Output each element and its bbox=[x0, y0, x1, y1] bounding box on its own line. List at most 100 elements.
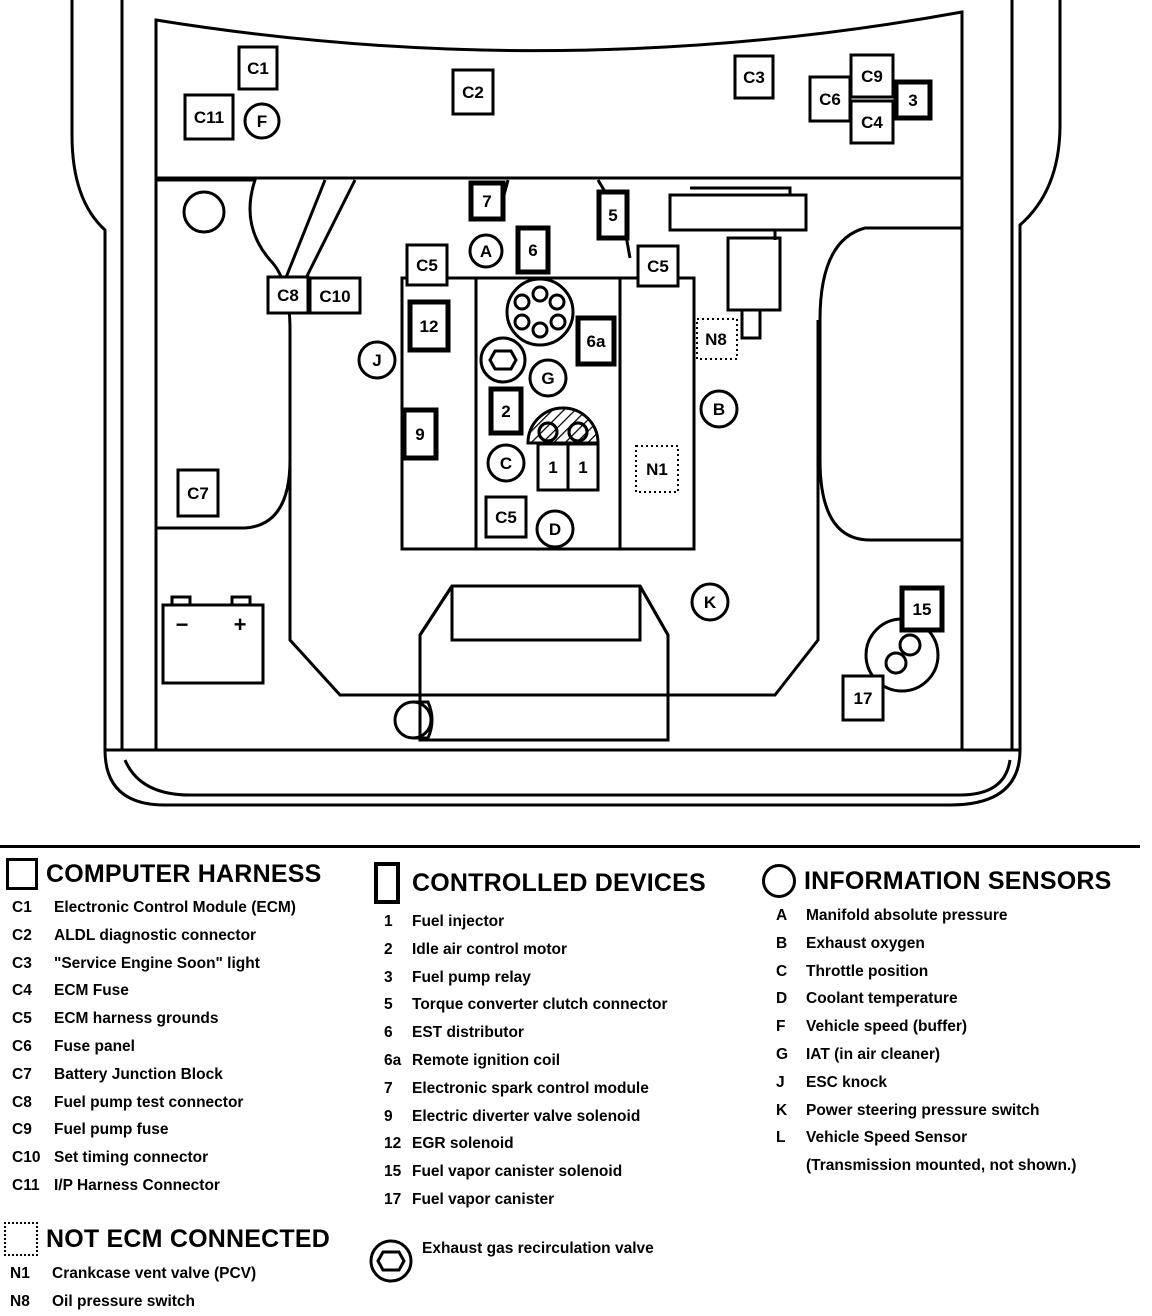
legend-item-description: Battery Junction Block bbox=[54, 1065, 223, 1083]
legend-item-code: 5 bbox=[384, 996, 393, 1014]
label-1a: 1 bbox=[548, 458, 557, 477]
label-j: J bbox=[372, 351, 381, 370]
label-n1: N1 bbox=[646, 460, 668, 479]
est-distributor-cap bbox=[505, 277, 575, 347]
legend-item-code: 7 bbox=[384, 1079, 393, 1097]
label-12: 12 bbox=[420, 317, 439, 336]
battery-plus: + bbox=[234, 612, 247, 637]
legend-item-code: D bbox=[776, 990, 788, 1008]
label-box-c4 bbox=[849, 99, 895, 145]
legend-item-description: ESC knock bbox=[806, 1073, 887, 1091]
legend-item-code: C6 bbox=[12, 1037, 32, 1055]
legend-item-description: Vehicle speed (buffer) bbox=[806, 1018, 968, 1036]
label-box-c2 bbox=[451, 68, 495, 116]
legend-item-code: G bbox=[776, 1045, 789, 1063]
label-6: 6 bbox=[528, 241, 537, 260]
legend-item-description: ECM Fuse bbox=[54, 982, 129, 1000]
legend-item-description: Electronic spark control module bbox=[412, 1079, 649, 1097]
label-box-9 bbox=[401, 407, 439, 461]
legend-item-description: EST distributor bbox=[412, 1024, 524, 1042]
legend-item-description: I/P Harness Connector bbox=[54, 1176, 220, 1194]
label-6a: 6a bbox=[587, 332, 606, 351]
legend-egr-valve: Exhaust gas recirculation valve bbox=[368, 1238, 654, 1284]
label-box-6a bbox=[575, 315, 617, 367]
label-box-c10 bbox=[308, 276, 362, 315]
egr-valve-icon bbox=[369, 1239, 413, 1283]
legend-item-description: Coolant temperature bbox=[806, 990, 958, 1008]
label-box-c3 bbox=[733, 54, 775, 100]
legend-item-description: Idle air control motor bbox=[412, 940, 568, 958]
legend-item-code: C8 bbox=[12, 1093, 32, 1111]
label-box-n1b bbox=[566, 442, 600, 492]
legend-item-description: EGR solenoid bbox=[412, 1135, 514, 1153]
legend-item-description: Throttle position bbox=[806, 962, 929, 980]
label-circle-f bbox=[243, 102, 281, 140]
legend-item-code: L bbox=[776, 1129, 786, 1147]
battery-minus: − bbox=[176, 612, 189, 637]
label-box-c6 bbox=[808, 75, 852, 123]
legend-item: L Vehicle Speed Sensor bbox=[762, 1124, 1112, 1152]
legend-item-code: 2 bbox=[384, 940, 393, 958]
legend-item: C3"Service Engine Soon" light bbox=[6, 950, 321, 978]
circle-symbol-icon bbox=[762, 864, 796, 898]
legend-item-description: Fuse panel bbox=[54, 1037, 135, 1055]
legend-item-description: Vehicle Speed Sensor bbox=[806, 1129, 968, 1147]
left-strut-tower bbox=[156, 178, 292, 530]
label-box-2 bbox=[488, 386, 524, 436]
label-box-c5a bbox=[405, 243, 449, 287]
legend-item-code: C2 bbox=[12, 926, 32, 944]
label-c9: C9 bbox=[861, 67, 883, 86]
label-b: B bbox=[713, 400, 725, 419]
label-circle-c bbox=[486, 443, 526, 483]
label-c1: C1 bbox=[247, 59, 269, 78]
label-box-12 bbox=[407, 299, 451, 353]
battery bbox=[161, 595, 265, 685]
label-c8: C8 bbox=[277, 286, 299, 305]
label-box-7 bbox=[468, 180, 506, 222]
legend-item-description: Fuel pump relay bbox=[412, 968, 531, 986]
label-box-c11 bbox=[183, 93, 235, 141]
label-box-n8 bbox=[696, 318, 738, 360]
legend-title: INFORMATION SENSORS bbox=[804, 866, 1112, 895]
legend-item-code: 15 bbox=[384, 1163, 402, 1181]
label-7: 7 bbox=[482, 192, 491, 211]
label-5: 5 bbox=[608, 206, 617, 225]
label-3: 3 bbox=[908, 91, 917, 110]
label-box-c7 bbox=[176, 468, 220, 518]
legend-item-code: B bbox=[776, 934, 788, 952]
label-g: G bbox=[541, 369, 554, 388]
legend-item: C6 Fuse panel bbox=[6, 1033, 321, 1061]
legend-item-description: (Transmission mounted, not shown.) bbox=[806, 1157, 1077, 1175]
legend-item-description: Remote ignition coil bbox=[412, 1051, 561, 1069]
legend-title: COMPUTER HARNESS bbox=[46, 859, 322, 888]
legend-item-description: IAT (in air cleaner) bbox=[806, 1045, 941, 1063]
legend-title: NOT ECM CONNECTED bbox=[46, 1224, 330, 1253]
label-c: C bbox=[500, 454, 512, 473]
label-c2: C2 bbox=[462, 83, 484, 102]
legend-item-code: A bbox=[776, 907, 788, 924]
label-a: A bbox=[480, 242, 492, 261]
legend-item-description: Crankcase vent valve (PCV) bbox=[52, 1265, 257, 1282]
legend-item-code: C bbox=[776, 962, 788, 980]
